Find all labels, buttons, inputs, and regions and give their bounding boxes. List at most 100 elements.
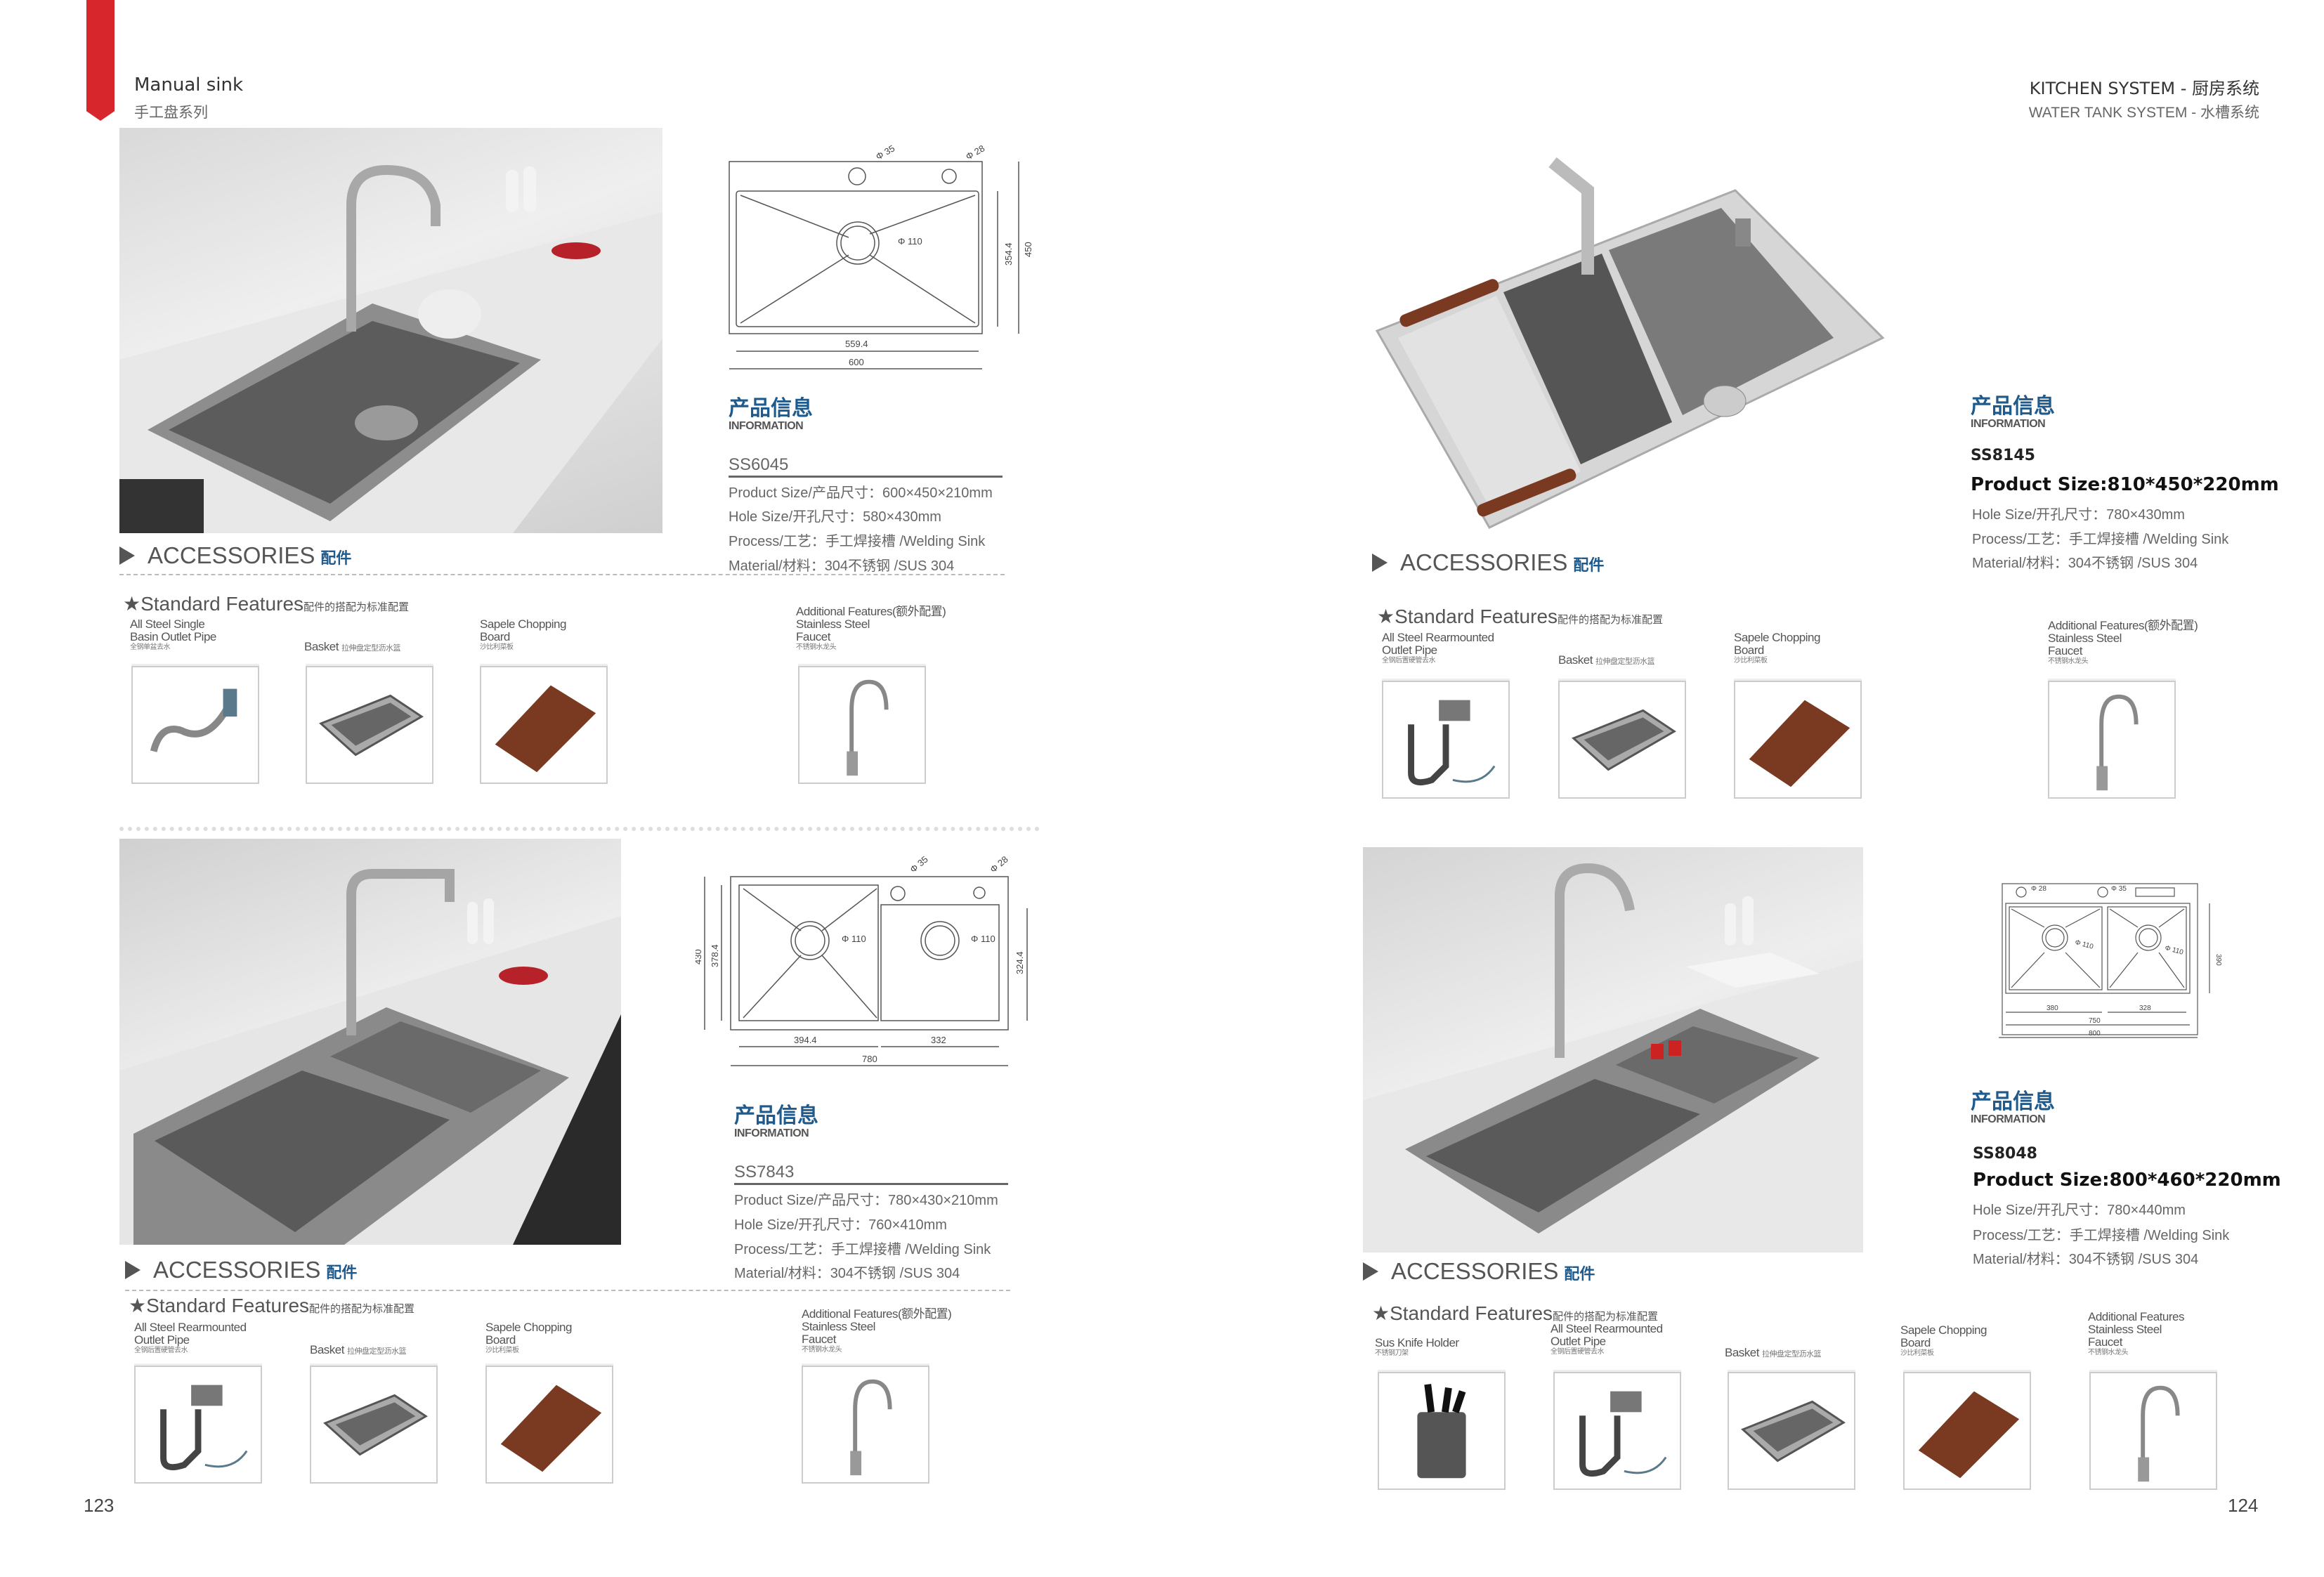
section-divider [119, 827, 1040, 831]
outlet-pipe-image [1553, 1372, 1681, 1490]
standard-features-heading: ★Standard Features配件的搭配为标准配置 [129, 1294, 414, 1317]
sf-label-cn: 配件的搭配为标准配置 [309, 1303, 415, 1315]
spec-process: Process/工艺：手工焊接槽 /Welding Sink [729, 534, 986, 549]
section-subtitle: 手工盘系列 [134, 105, 208, 121]
sf-label: ★Standard Features [1377, 606, 1558, 627]
spec-hole-size: Hole Size/开孔尺寸：760×410mm [734, 1217, 947, 1233]
product-photo-ss8048 [1363, 847, 1863, 1252]
spec-product-size: Product Size/产品尺寸：780×430×210mm [734, 1193, 998, 1208]
outer-width-dimension: 600 [849, 357, 864, 367]
left-width-dimension: 380 [2046, 1005, 2058, 1012]
drain-dimension: Φ 110 [898, 236, 922, 247]
product-size: Product Size:800*460*220mm [1973, 1170, 2281, 1191]
product-info-ss6045: 产品信息 INFORMATION [729, 398, 813, 433]
spec-hole-size: Hole Size/开孔尺寸：580×430mm [729, 509, 941, 525]
inner-height-dimension: 354.4 [1003, 242, 1014, 266]
spec-material: Material/材料：304不锈钢 /SUS 304 [729, 558, 955, 574]
accessories-label: ACCESSORIES [148, 542, 315, 568]
faucet-image [798, 666, 926, 784]
drain2-dimension: Φ 110 [971, 934, 995, 944]
right-width-dimension: 328 [2139, 1005, 2151, 1012]
outer-width-dimension: 780 [862, 1054, 877, 1064]
inner-width-dimension: 559.4 [845, 339, 868, 349]
info-title: 产品信息 [1971, 394, 2055, 419]
standard-features-heading: ★Standard Features配件的搭配为标准配置 [123, 592, 409, 615]
faucet-image [2089, 1372, 2217, 1490]
accessories-label: ACCESSORIES [1391, 1258, 1559, 1284]
info-title: 产品信息 [729, 396, 813, 421]
product-photo-ss6045 [119, 128, 662, 533]
standard-features-heading: ★Standard Features配件的搭配为标准配置 [1372, 1302, 1658, 1325]
product-size: Product Size:810*450*220mm [1971, 474, 2279, 495]
hole1-dimension: Φ 35 [908, 854, 929, 875]
drain1-dimension: Φ 110 [2074, 938, 2094, 951]
triangle-icon [125, 1261, 141, 1279]
sf-label-cn: 配件的搭配为标准配置 [1553, 1311, 1659, 1323]
info-title: 产品信息 [734, 1104, 818, 1128]
section-tab-marker [86, 0, 115, 121]
faucet-image [802, 1366, 929, 1484]
accessory-label: Additional Features(额外配置) Stainless Stee… [796, 605, 946, 652]
spec-hole-size: Hole Size/开孔尺寸：780×440mm [1973, 1203, 2186, 1218]
product-info-ss8048: 产品信息 INFORMATION [1971, 1091, 2055, 1126]
triangle-icon [1372, 554, 1388, 572]
inner-width-dimension: 750 [2089, 1017, 2101, 1025]
info-subtitle: INFORMATION [734, 1127, 809, 1139]
accessories-label-cn: 配件 [326, 1264, 358, 1281]
hole2-dimension: Φ 35 [2111, 885, 2127, 893]
spec-material: Material/材料：304不锈钢 /SUS 304 [1973, 1252, 2199, 1267]
basket-image [306, 666, 433, 784]
outlet-pipe-image [131, 666, 259, 784]
sf-label-cn: 配件的搭配为标准配置 [303, 601, 410, 613]
divider [119, 574, 1005, 575]
chopping-board-image [480, 666, 608, 784]
sf-label-cn: 配件的搭配为标准配置 [1558, 614, 1664, 626]
spec-material: Material/材料：304不锈钢 /SUS 304 [734, 1266, 960, 1281]
accessories-label-cn: 配件 [1564, 1265, 1595, 1283]
info-subtitle: INFORMATION [729, 420, 804, 432]
section-subtitle-right: WATER TANK SYSTEM - 水槽系统 [2028, 105, 2259, 121]
accessory-label: Additional Features Stainless Steel Fauc… [2088, 1310, 2184, 1357]
standard-features-heading: ★Standard Features配件的搭配为标准配置 [1377, 605, 1663, 628]
model-number: SS8048 [1973, 1145, 2037, 1163]
product-photo-ss8145 [1370, 134, 1907, 533]
outer-height-dimension: 450 [1023, 242, 1033, 257]
page-number-left: 123 [84, 1495, 115, 1516]
technical-drawing-ss6045: Φ 110 Φ 35 Φ 28 559.4 600 354.4 450 [729, 143, 1033, 369]
drain1-dimension: Φ 110 [842, 934, 866, 944]
model-number: SS6045 [729, 455, 1003, 478]
hole2-dimension: Φ 28 [964, 143, 986, 162]
spec-process: Process/工艺：手工焊接槽 /Welding Sink [1972, 532, 2229, 547]
section-title: Manual sink [134, 74, 244, 96]
sf-label: ★Standard Features [1372, 1302, 1553, 1324]
accessories-label-cn: 配件 [1573, 556, 1605, 574]
sink-photo-illustration [119, 869, 621, 1245]
drain2-dimension: Φ 110 [2164, 944, 2184, 957]
accessories-label-cn: 配件 [320, 549, 352, 567]
basket-image [1728, 1372, 1855, 1490]
sf-label: ★Standard Features [123, 593, 304, 615]
spec-process: Process/工艺：手工焊接槽 /Welding Sink [1973, 1228, 2230, 1243]
accessories-heading: ACCESSORIES 配件 [1363, 1258, 1595, 1285]
faucet-image [2048, 681, 2176, 799]
product-photo-ss7843 [119, 839, 621, 1245]
info-subtitle: INFORMATION [1971, 1113, 2046, 1125]
model-number: SS8145 [1971, 447, 2035, 464]
accessories-heading: ACCESSORIES 配件 [119, 542, 351, 569]
sink-photo-illustration [119, 164, 662, 533]
height-dimension: 390 [2214, 954, 2222, 966]
info-title: 产品信息 [1971, 1089, 2055, 1114]
